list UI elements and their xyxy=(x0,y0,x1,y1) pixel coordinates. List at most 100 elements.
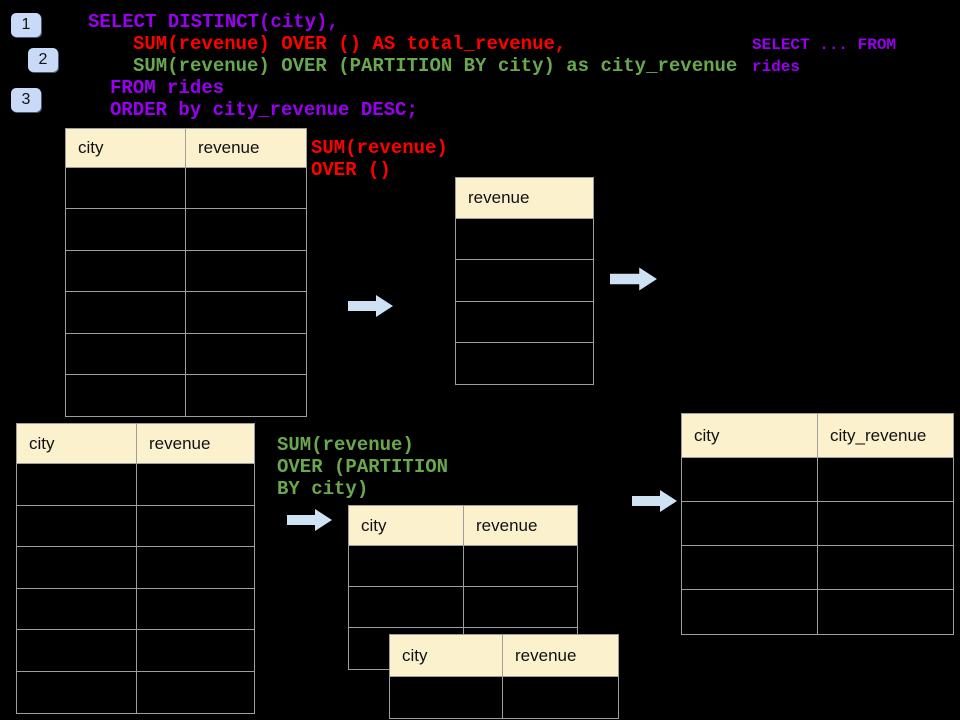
table-cell xyxy=(349,546,464,587)
table-cell xyxy=(682,502,818,546)
table-row xyxy=(66,374,306,417)
table-cell xyxy=(17,464,137,506)
table-cell xyxy=(66,333,186,375)
step-2-badge: 2 xyxy=(28,48,58,72)
column-header: city xyxy=(390,635,503,677)
table-cell xyxy=(818,458,953,502)
column-header: city xyxy=(682,414,818,458)
table-cell xyxy=(137,506,254,547)
table-row xyxy=(17,671,254,714)
table-cell xyxy=(137,630,254,672)
table-row xyxy=(17,588,254,630)
table-cell xyxy=(17,547,137,589)
table-cell xyxy=(390,677,503,718)
table-cell xyxy=(186,334,306,375)
table-row xyxy=(17,547,254,589)
table-cell xyxy=(186,209,306,251)
table-row xyxy=(66,333,306,375)
table-row xyxy=(17,464,254,506)
table-cell xyxy=(66,209,186,251)
code-line: SUM(revenue) OVER (PARTITION BY city) as… xyxy=(133,55,738,77)
table-row xyxy=(349,546,577,587)
code-line: ORDER by city_revenue DESC; xyxy=(110,99,418,121)
table-cell xyxy=(186,168,306,210)
column-header: revenue xyxy=(503,635,618,677)
step-1-badge: 1 xyxy=(11,13,41,37)
code-line: OVER (PARTITION xyxy=(277,456,449,478)
table-row xyxy=(682,546,953,590)
table-row xyxy=(17,505,254,547)
step-3-badge: 3 xyxy=(11,88,41,112)
column-header: revenue xyxy=(464,506,577,546)
column-header: city xyxy=(349,506,464,546)
column-header: city xyxy=(17,424,137,464)
table-cell xyxy=(137,589,254,630)
table-row xyxy=(66,168,306,210)
table-cell xyxy=(17,671,137,713)
table-cell xyxy=(66,374,186,417)
total-revenue-annotation: SUM(revenue)OVER () xyxy=(311,137,448,181)
table-row xyxy=(456,302,593,343)
code-line: FROM rides xyxy=(110,77,225,99)
column-header: city xyxy=(66,129,186,168)
code-line: SUM(revenue) OVER () AS total_revenue, xyxy=(133,33,567,55)
table-cell xyxy=(503,677,618,718)
table-cell xyxy=(66,292,186,334)
code-line: rides xyxy=(752,58,801,76)
table-cell xyxy=(66,250,186,293)
table-row xyxy=(17,630,254,672)
code-line: SUM(revenue) xyxy=(311,137,448,159)
table-row xyxy=(66,209,306,251)
flow-arrow-right-icon xyxy=(287,509,332,531)
column-header: revenue xyxy=(137,424,254,464)
table-row xyxy=(682,458,953,502)
flow-arrow-right-icon xyxy=(610,267,657,291)
table-cell xyxy=(186,292,306,334)
sql-query-code: SELECT DISTINCT(city),SUM(revenue) OVER … xyxy=(88,11,737,121)
table-row xyxy=(390,677,618,718)
table-cell xyxy=(464,546,577,587)
table-cell xyxy=(137,547,254,589)
table-cell xyxy=(456,302,593,343)
code-line: SELECT DISTINCT(city), xyxy=(88,11,339,33)
table-cell xyxy=(818,502,953,546)
code-line: SUM(revenue) xyxy=(277,434,414,456)
table-cell xyxy=(818,546,953,590)
table-row xyxy=(682,502,953,546)
code-line: BY city) xyxy=(277,478,369,500)
flow-arrow-right-icon xyxy=(348,295,393,317)
table-row xyxy=(682,590,953,634)
table-row xyxy=(349,587,577,628)
table-cell xyxy=(137,464,254,506)
table-cell xyxy=(17,588,137,630)
table-cell xyxy=(818,590,953,634)
table-cell xyxy=(456,260,593,302)
table-row xyxy=(456,260,593,302)
table-cell xyxy=(456,219,593,261)
table-cell xyxy=(186,375,306,416)
table-cell xyxy=(682,458,818,502)
code-line: OVER () xyxy=(311,159,391,181)
table-cell xyxy=(464,587,577,628)
table-cell xyxy=(17,630,137,672)
table-cell xyxy=(137,672,254,714)
column-header: city_revenue xyxy=(818,414,953,458)
table-cell xyxy=(682,590,818,634)
table-row xyxy=(66,250,306,293)
flow-arrow-right-icon xyxy=(632,490,677,512)
table-cell xyxy=(682,546,818,590)
table-cell xyxy=(66,168,186,210)
table-cell xyxy=(349,587,464,628)
